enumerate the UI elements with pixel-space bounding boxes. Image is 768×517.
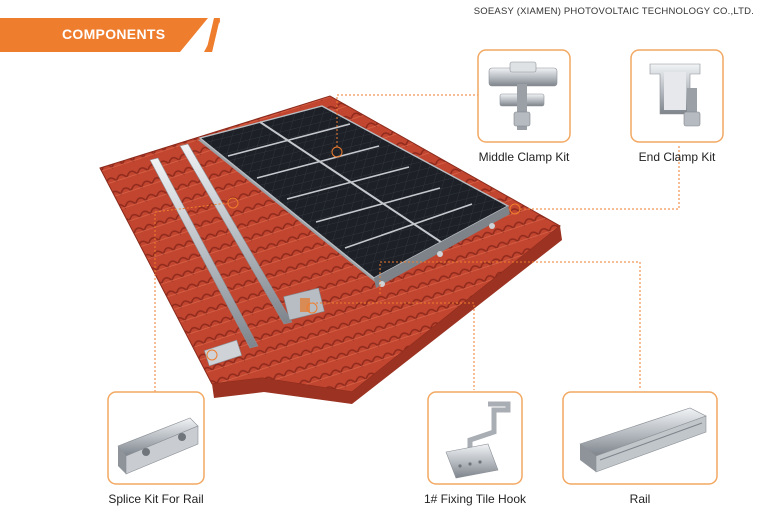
middle-clamp-icon xyxy=(488,61,558,130)
rail-icon xyxy=(579,407,707,473)
end-clamp-icon xyxy=(649,63,701,127)
end-clamp-label: End Clamp Kit xyxy=(638,150,716,164)
section-title: COMPONENTS xyxy=(62,26,166,42)
roof-rails xyxy=(149,143,325,367)
splice-kit-label: Splice Kit For Rail xyxy=(108,492,204,506)
section-banner xyxy=(0,18,220,52)
solar-panel-array xyxy=(198,105,510,288)
company-name: SOEASY (XIAMEN) PHOTOVOLTAIC TECHNOLOGY … xyxy=(473,6,754,17)
tile-hook-icon xyxy=(445,401,511,479)
tile-hook-label: 1# Fixing Tile Hook xyxy=(423,492,527,506)
middle-clamp-label: Middle Clamp Kit xyxy=(478,150,570,164)
rail-label: Rail xyxy=(629,492,651,506)
splice-kit-icon xyxy=(117,417,199,475)
leader-lines xyxy=(154,94,680,392)
